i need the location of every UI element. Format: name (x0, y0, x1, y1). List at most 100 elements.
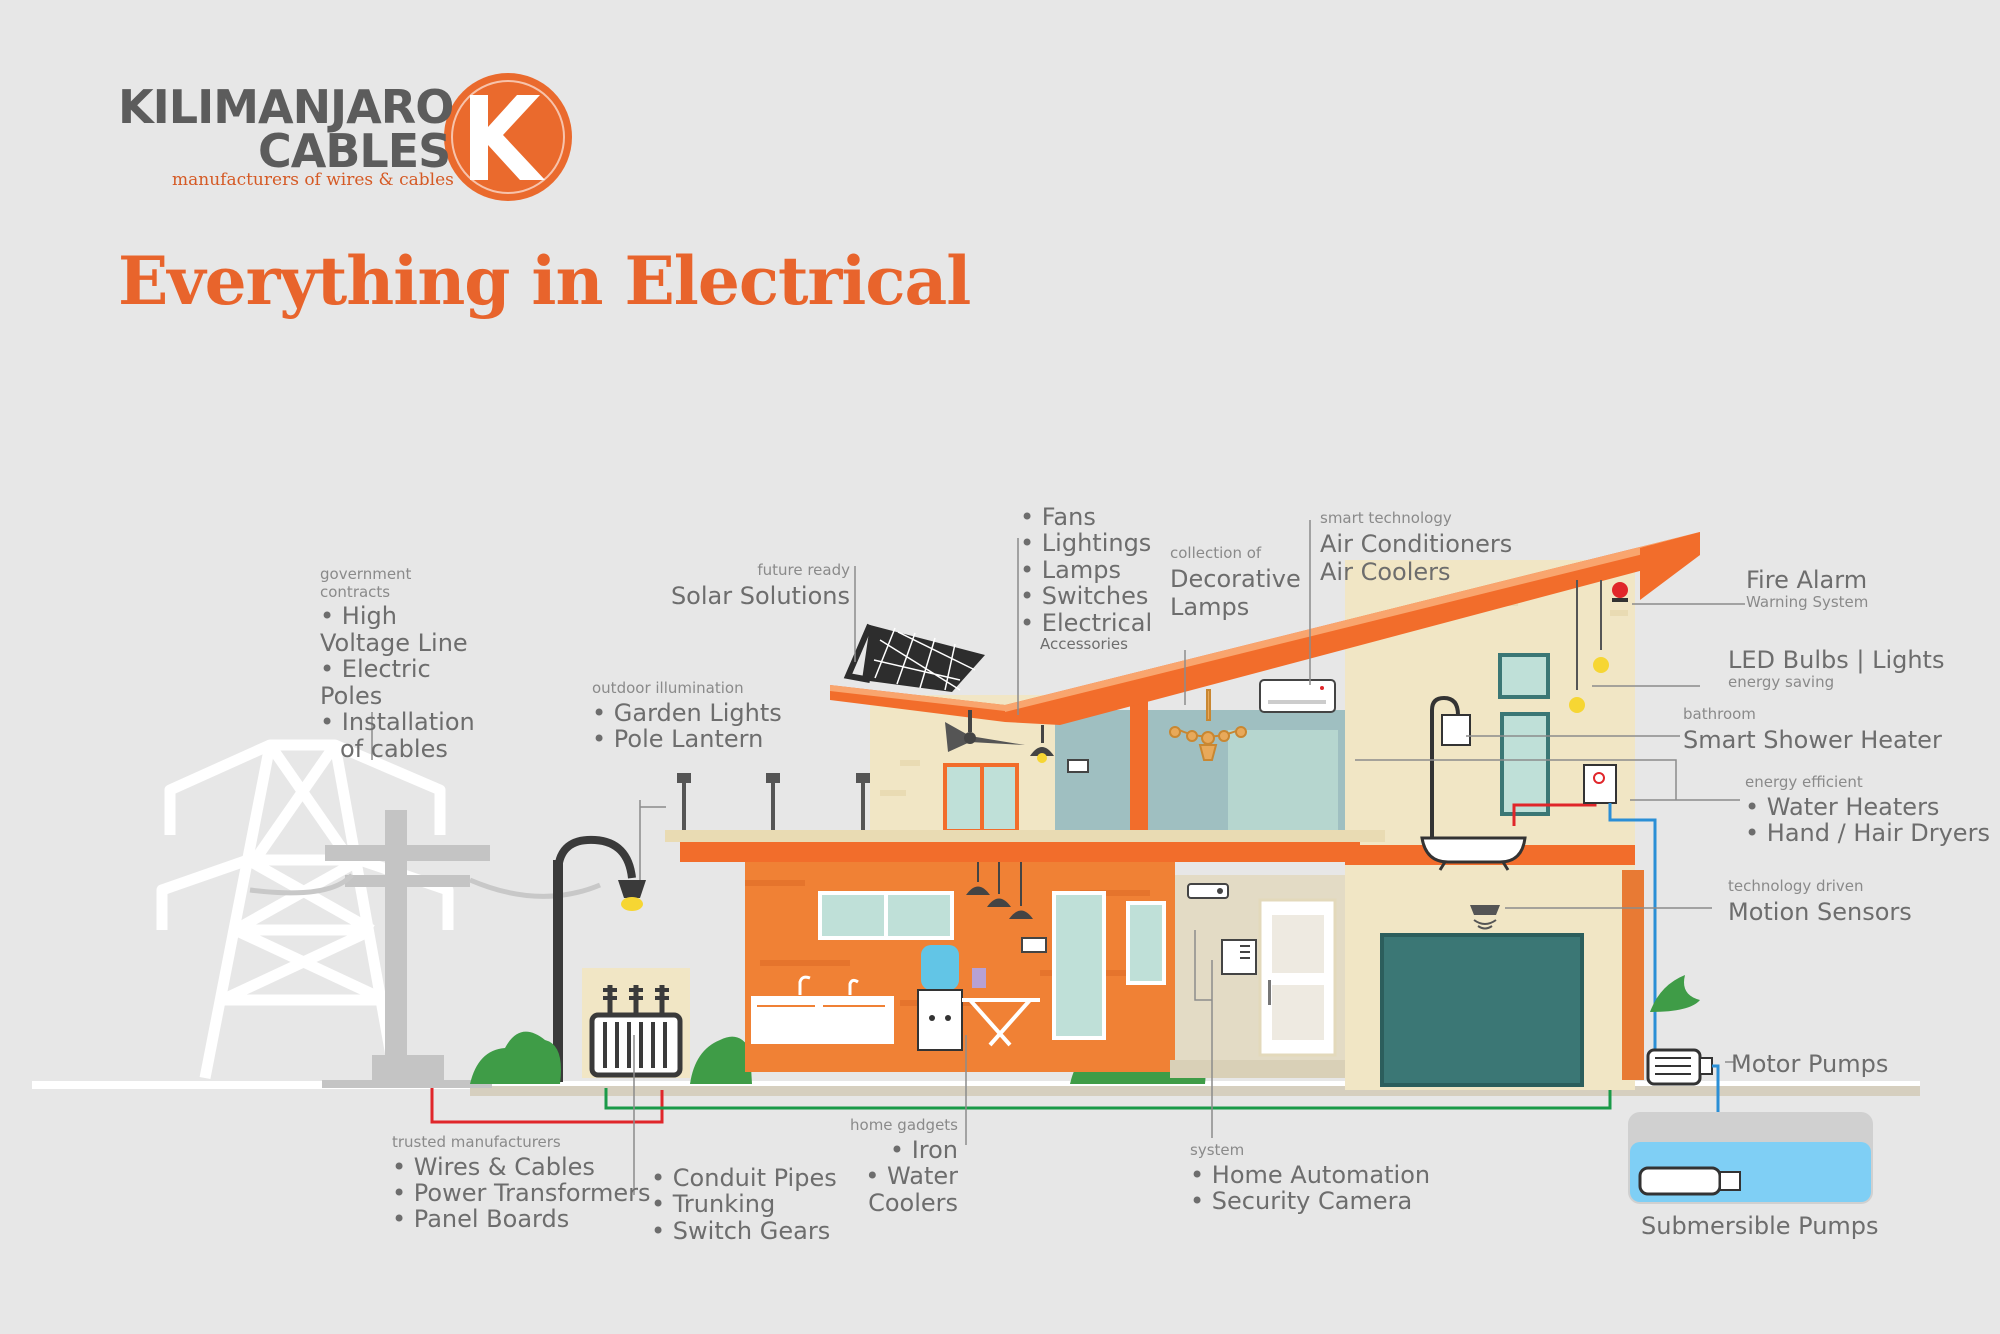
ceiling-fan-icon (945, 710, 1025, 752)
keypad-icon (1221, 939, 1257, 975)
label-solar-big: Solar Solutions (670, 581, 850, 610)
label-hv-continuation: of cables (340, 735, 448, 764)
tall-window (1500, 712, 1550, 816)
label-wires-item: Power Transformers (392, 1180, 651, 1207)
transformer-icon (582, 968, 690, 1078)
pylon-icon (156, 739, 454, 1080)
label-fans: Fans Lightings Lamps Switches Electrical… (1020, 504, 1152, 654)
label-system-item: Security Camera (1190, 1188, 1430, 1215)
label-wires: trusted manufacturers Wires & Cables Pow… (392, 1133, 651, 1233)
label-fire-small: Warning System (1746, 593, 1869, 612)
bush-mid (690, 1036, 752, 1084)
label-heaters: energy efficient Water Heaters Hand / Ha… (1745, 773, 1990, 846)
fire-alarm-icon (1612, 582, 1628, 602)
submersible-pump-icon (1638, 1166, 1741, 1196)
label-outdoor-item: Pole Lantern (592, 726, 782, 753)
ground-base (470, 1086, 1920, 1096)
label-fans-item: Electrical (1020, 609, 1152, 636)
label-motor: Motor Pumps (1731, 1050, 1888, 1078)
garden-lights-icon (677, 773, 870, 830)
label-wires-item: Wires & Cables (392, 1153, 651, 1180)
green-wire (604, 1080, 1612, 1110)
label-motion: technology driven Motion Sensors (1728, 877, 1912, 926)
label-led: LED Bulbs | Lights energy saving (1728, 646, 1944, 694)
label-outdoor-small: outdoor illumination (592, 679, 744, 697)
label-heaters-small: energy efficient (1745, 773, 1863, 791)
label-submersible: Submersible Pumps (1641, 1212, 1879, 1240)
label-led-big: LED Bulbs | Lights (1728, 646, 1945, 674)
label-system-item: Home Automation (1190, 1161, 1430, 1188)
shower-icon (1430, 695, 1471, 845)
label-motor-big: Motor Pumps (1731, 1050, 1889, 1078)
solar-panel-icon (843, 623, 985, 692)
label-gadgets-item: Water (830, 1163, 958, 1190)
label-decor: collection of Decorative Lamps (1170, 544, 1301, 621)
water-heater-icon (1583, 764, 1617, 804)
bulb-icon (1569, 580, 1609, 713)
label-system-small: system (1190, 1141, 1245, 1159)
ground-line-left (32, 1081, 1920, 1089)
label-fire-alarm: Fire Alarm Warning System (1746, 566, 1868, 614)
living-window (1052, 891, 1106, 1040)
label-decor-big2: Lamps (1170, 593, 1250, 621)
label-decor-big1: Decorative (1170, 564, 1301, 593)
chandelier-icon (1169, 689, 1247, 761)
garage-door (1380, 933, 1584, 1087)
motion-sensor-icon (1470, 905, 1500, 930)
k-logo-icon (444, 73, 572, 201)
panel-switch-icon (1021, 937, 1047, 953)
label-motion-small: technology driven (1728, 877, 1864, 895)
label-led-small: energy saving (1728, 673, 1835, 692)
label-conduit-item: Trunking (651, 1191, 837, 1218)
hanging-lamps-icon (966, 862, 1033, 919)
iron-icon (962, 968, 1040, 1047)
label-fans-item: Lamps (1020, 556, 1152, 583)
label-solar-small: future ready (757, 561, 850, 579)
label-shower: bathroom Smart Shower Heater (1683, 705, 1942, 754)
label-hv-item: High Voltage Line (320, 603, 480, 656)
label-ac-big1: Air Conditioners (1320, 529, 1513, 558)
leader-lines (371, 520, 1745, 1195)
brand-name-line1: KILIMANJARO (118, 80, 454, 134)
label-gadgets-item: Iron (830, 1136, 958, 1163)
label-fans-sub: Accessories (1040, 634, 1128, 653)
cctv-camera-icon (1187, 883, 1229, 899)
headline: Everything in Electrical (118, 242, 971, 320)
label-ac-small: smart technology (1320, 509, 1452, 527)
label-conduit-item: Conduit Pipes (651, 1165, 837, 1192)
pendant-lamp-icon (1030, 725, 1054, 763)
kitchen-counter (749, 994, 896, 1046)
label-wires-small: trusted manufacturers (392, 1133, 561, 1151)
label-submersible-big: Submersible Pumps (1641, 1212, 1879, 1240)
switch-icon (1067, 759, 1089, 773)
bush-left (470, 1031, 561, 1084)
label-decor-small: collection of (1170, 544, 1262, 562)
label-ac: smart technology Air Conditioners Air Co… (1320, 509, 1513, 586)
label-fans-item: Switches (1020, 583, 1152, 610)
label-shower-small: bathroom (1683, 705, 1756, 723)
label-outdoor: outdoor illumination Garden Lights Pole … (592, 679, 782, 753)
red-wire (430, 1088, 664, 1124)
small-window (1498, 653, 1550, 699)
label-heaters-item: Water Heaters (1745, 793, 1990, 820)
label-fans-item: Lightings (1020, 530, 1152, 557)
roof-slab (665, 830, 1385, 842)
label-gadgets-small: home gadgets (850, 1116, 958, 1134)
bathtub-icon (1420, 836, 1527, 871)
label-hv-item: Installation (320, 709, 480, 736)
label-system: system Home Automation Security Camera (1190, 1141, 1430, 1215)
label-gadgets: home gadgets Iron Water Coolers (830, 1116, 958, 1218)
label-hv-item: Electric Poles (320, 656, 480, 709)
water-cooler-icon (917, 945, 963, 1051)
label-hv-small: government contracts (320, 565, 412, 601)
water-pipe (1608, 803, 1657, 1050)
label-ac-big2: Air Coolers (1320, 558, 1451, 586)
air-conditioner-icon (1259, 679, 1336, 713)
label-shower-big: Smart Shower Heater (1683, 725, 1942, 754)
label-outdoor-item: Garden Lights (592, 699, 782, 726)
utility-pole-icon (249, 810, 601, 1088)
label-conduit-item: Switch Gears (651, 1217, 837, 1244)
label-wires-item: Panel Boards (392, 1206, 651, 1233)
label-solar: future ready Solar Solutions (640, 561, 850, 610)
